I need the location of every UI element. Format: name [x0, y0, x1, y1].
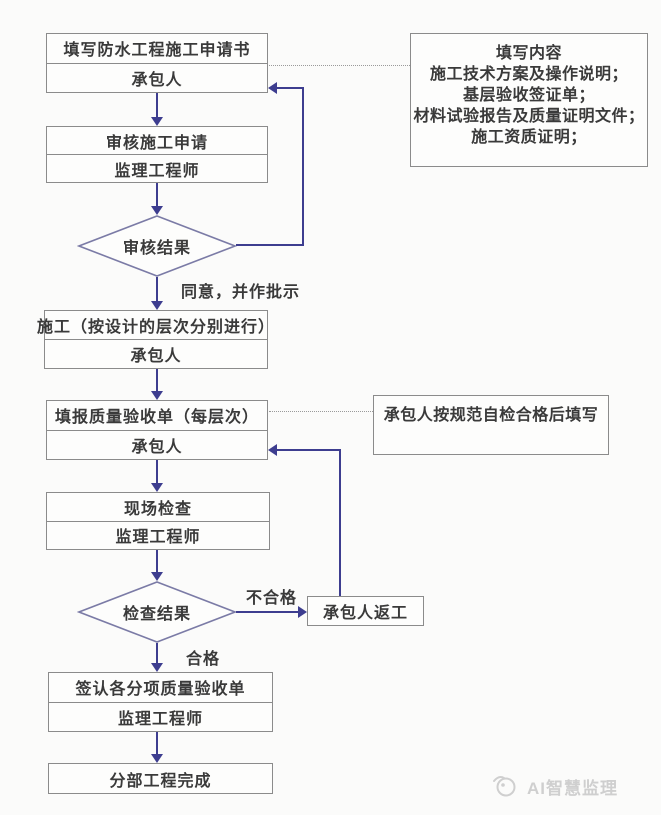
note-fill-content-line: 施工资质证明； [471, 129, 587, 146]
arrow-review-result-shaft [156, 183, 158, 206]
arrow-fail-head [298, 606, 307, 618]
diamond-shape [77, 581, 237, 643]
arrow-sitecheck-result-head [151, 572, 163, 581]
node-sign: 签认各分项质量验收单 监理工程师 [48, 672, 273, 732]
note-fill-content-line: 填写内容 [495, 45, 562, 62]
arrow-approve-head [151, 301, 163, 310]
node-fill-form-actor: 承包人 [47, 429, 267, 460]
arrow-fillform-sitecheck-head [151, 483, 163, 492]
arrow-sign-done-head [151, 754, 163, 763]
arrow-sign-done-shaft [156, 732, 158, 754]
node-site-check: 现场检查 监理工程师 [46, 492, 270, 550]
note-fill-content-line: 施工技术方案及操作说明； [429, 66, 628, 83]
arrow-sitecheck-result-shaft [156, 550, 158, 572]
edge-label-approve: 同意，并作批示 [181, 284, 301, 301]
node-review: 审核施工申请 监理工程师 [46, 126, 268, 183]
arrow-pass-shaft [156, 643, 158, 663]
note-fill-content: 填写内容 施工技术方案及操作说明； 基层验收签证单； 材料试验报告及质量证明文件… [410, 33, 648, 167]
feedback1-head [268, 82, 277, 94]
node-apply-title: 填写防水工程施工申请书 [63, 42, 251, 60]
diamond-shape [77, 215, 237, 277]
node-sign-title: 签认各分项质量验收单 [75, 681, 246, 699]
dotted-link-fillform-to-note [269, 411, 373, 412]
node-rework-label: 承包人返工 [322, 605, 408, 622]
node-site-check-title: 现场检查 [123, 500, 192, 518]
watermark: AI智慧监理 [490, 771, 618, 801]
feedback1-v [302, 87, 304, 246]
note-fill-content-line: 材料试验报告及质量证明文件； [413, 108, 645, 125]
arrow-fillform-sitecheck-shaft [156, 460, 158, 483]
decision-check-result-label: 检查结果 [122, 606, 191, 623]
decision-review-result-label: 审核结果 [122, 240, 191, 257]
arrow-apply-review-head [151, 117, 163, 126]
node-sign-actor: 监理工程师 [49, 701, 272, 732]
arrow-pass-head [151, 663, 163, 672]
arrow-apply-review-shaft [156, 93, 158, 117]
edge-label-pass: 合格 [186, 651, 221, 668]
feedback2-v [339, 449, 341, 596]
arrow-review-result-head [151, 206, 163, 215]
node-review-title: 审核施工申请 [105, 134, 208, 152]
node-apply-actor: 承包人 [47, 62, 267, 93]
arrow-approve-shaft [156, 277, 158, 301]
feedback1-h2 [277, 87, 304, 89]
feedback2-head [268, 444, 277, 456]
watermark-text: AI智慧监理 [527, 778, 618, 798]
feedback1-h1 [236, 244, 304, 246]
node-construct-actor: 承包人 [45, 339, 267, 368]
node-fill-form: 填报质量验收单（每层次） 承包人 [46, 400, 268, 460]
decision-review-result: 审核结果 [77, 215, 237, 277]
note-fill-content-line: 基层验收签证单； [462, 87, 595, 104]
feedback2-h [277, 449, 341, 451]
node-site-check-actor: 监理工程师 [47, 520, 269, 550]
note-self-check: 承包人按规范自检合格后填写 [373, 395, 609, 455]
decision-check-result: 检查结果 [77, 581, 237, 643]
dotted-link-apply-to-note [269, 65, 410, 66]
note-self-check-text: 承包人按规范自检合格后填写 [383, 407, 599, 424]
node-fill-form-title: 填报质量验收单（每层次） [54, 409, 259, 427]
node-done-label: 分部工程完成 [109, 772, 212, 790]
arrow-construct-fillform-head [151, 391, 163, 400]
node-construct: 施工（按设计的层次分别进行） 承包人 [37, 310, 276, 369]
edge-label-fail: 不合格 [246, 590, 298, 607]
node-rework: 承包人返工 [307, 596, 424, 626]
node-review-actor: 监理工程师 [47, 154, 267, 182]
arrow-fail-shaft [236, 611, 298, 613]
node-apply: 填写防水工程施工申请书 承包人 [46, 33, 268, 93]
arrow-construct-fillform-shaft [156, 369, 158, 391]
watermark-logo-icon [493, 776, 516, 797]
node-done: 分部工程完成 [48, 763, 273, 794]
node-construct-title: 施工（按设计的层次分别进行） [37, 319, 276, 336]
